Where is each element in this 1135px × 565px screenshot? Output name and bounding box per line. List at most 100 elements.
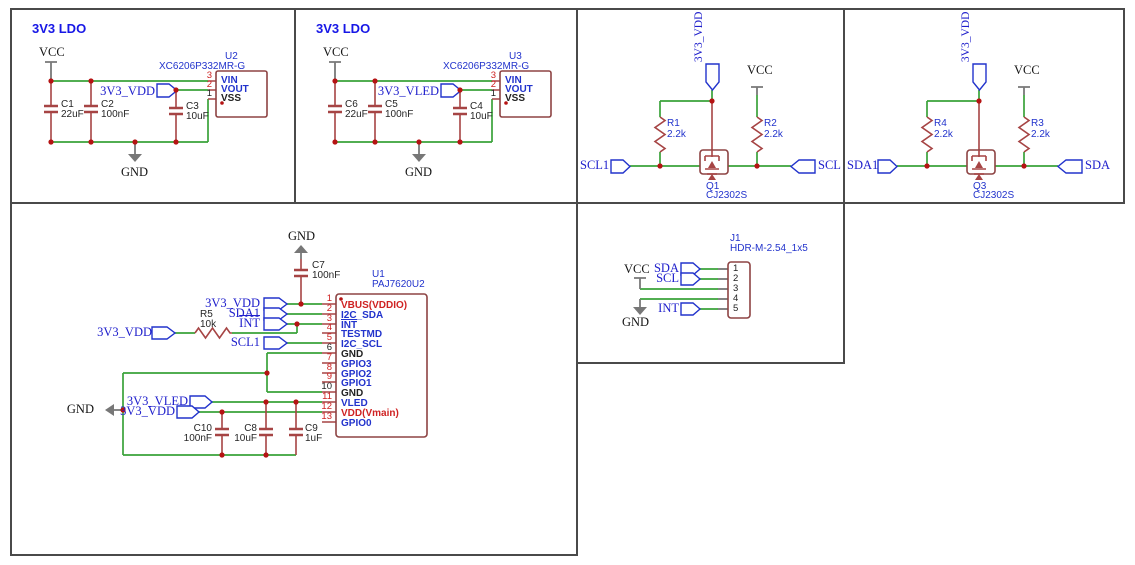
component-ref: U3	[509, 51, 522, 62]
component-part: CJ2302S	[706, 190, 748, 201]
pin-number: 11	[322, 391, 332, 402]
net-flag-scl1[interactable]	[263, 336, 289, 350]
net-label: SCL	[656, 271, 679, 285]
net-label: 3V3_VDD	[97, 325, 152, 339]
resistor-r3[interactable]	[1017, 116, 1031, 153]
section-ldo-vdd: 3V3 LDO VCC GND 3V3_VDD U2 XC6206P332MR-…	[10, 8, 296, 204]
component-ref: C2	[101, 99, 114, 110]
gnd-power-symbol[interactable]	[633, 299, 647, 315]
net-flag-3v3-vdd-pullup[interactable]	[151, 326, 177, 340]
wires	[640, 268, 718, 310]
net-flag-scl[interactable]	[680, 272, 702, 286]
vcc-power-symbol[interactable]	[634, 277, 646, 289]
component-part: XC6206P332MR-G	[443, 61, 530, 72]
net-label: 3V3_VDD	[120, 404, 175, 418]
resistor-r5[interactable]	[194, 326, 232, 340]
component-ref: C7	[312, 260, 325, 271]
capacitor-c6[interactable]	[328, 81, 342, 142]
component-ref: R4	[934, 118, 947, 129]
vcc-power-symbol[interactable]	[751, 86, 763, 95]
mosfet-q1[interactable]	[699, 101, 729, 180]
mosfet-q3[interactable]	[966, 101, 996, 180]
net-label-vertical: 3V3_VDD	[692, 11, 705, 63]
gnd-power-symbol[interactable]	[412, 142, 426, 162]
pin-number: 2	[490, 79, 496, 90]
pin-name: I2C_SCL	[341, 339, 383, 350]
net-label-vertical: 3V3_VDD	[959, 11, 972, 63]
net-flag-3v3-vdd-down[interactable]	[972, 63, 987, 92]
resistor-r2[interactable]	[750, 116, 764, 153]
capacitor-c8[interactable]	[259, 402, 273, 455]
ldo1-graphics	[44, 61, 268, 162]
section-sda-shifter: 3V3_VDD VCC R4 2.2k R3 2.2k SDA1 SDA Q3 …	[843, 8, 1125, 204]
capacitor-c5[interactable]	[368, 81, 382, 142]
junction-dots	[332, 78, 463, 145]
component-ref: C5	[385, 99, 398, 110]
vcc-power-symbol[interactable]	[45, 61, 57, 81]
component-value: 100nF	[312, 270, 341, 281]
component-value: 1uF	[305, 433, 323, 444]
net-label: SCL	[818, 158, 841, 172]
net-label: 3V3_VLED	[377, 84, 439, 98]
resistor-r1[interactable]	[653, 116, 667, 153]
pin-name: GPIO0	[341, 418, 372, 429]
capacitor-c3[interactable]	[169, 90, 183, 142]
net-flag-3v3-vdd-main[interactable]	[176, 405, 201, 419]
net-flag-sda1[interactable]	[877, 159, 899, 174]
net-label: SCL1	[580, 158, 610, 172]
pin-number: 3	[733, 283, 739, 294]
capacitor-c7[interactable]	[294, 259, 308, 304]
net-flag-int[interactable]	[263, 317, 289, 331]
capacitor-c2[interactable]	[84, 81, 98, 142]
ic-u2[interactable]	[208, 70, 268, 118]
gnd-power-symbol[interactable]	[128, 142, 142, 162]
pin-name: TESTMD	[341, 329, 383, 340]
net-flag-3v3-vdd[interactable]	[156, 83, 179, 98]
net-flag-3v3-vdd-down[interactable]	[705, 63, 720, 92]
vcc-power-symbol[interactable]	[329, 61, 341, 81]
pin-name: VDD(Vmain)	[341, 408, 399, 419]
net-flag-scl[interactable]	[789, 159, 816, 174]
component-part: PAJ7620U2	[372, 279, 425, 290]
component-ref: R1	[667, 118, 680, 129]
pin-name: INT	[341, 320, 358, 331]
pin-number: 9	[326, 371, 332, 382]
wires	[335, 80, 493, 143]
junction-dots	[48, 78, 179, 145]
sensor-graphics	[105, 245, 428, 458]
capacitor-c10[interactable]	[215, 412, 229, 455]
net-flag-sda[interactable]	[1056, 159, 1083, 174]
pin-number: 3	[206, 70, 212, 81]
net-label: SDA	[1085, 158, 1111, 172]
ic-u3[interactable]	[492, 70, 552, 118]
component-ref: R2	[764, 118, 777, 129]
pin-name: VLED	[341, 398, 368, 409]
component-value: 22uF	[61, 109, 84, 120]
pin-number: 12	[321, 401, 332, 412]
net-flag-3v3-vled[interactable]	[440, 83, 463, 98]
pin-name: VSS	[505, 93, 526, 104]
capacitor-c1[interactable]	[44, 81, 58, 142]
gnd-label: GND	[405, 165, 433, 179]
component-part: CJ2302S	[973, 190, 1015, 201]
section-header-j1: J1 HDR-M-2.54_1x5 SDA SCL VCC GND INT 1 …	[576, 202, 845, 364]
component-value: 2.2k	[934, 129, 953, 140]
resistor-r4[interactable]	[920, 116, 934, 153]
net-label: INT	[239, 316, 260, 330]
capacitor-c4[interactable]	[453, 90, 467, 142]
vcc-power-symbol[interactable]	[1018, 86, 1030, 95]
capacitor-c9[interactable]	[289, 402, 303, 455]
pin-number: 13	[321, 411, 332, 422]
net-flag-scl1[interactable]	[610, 159, 632, 174]
component-value: 2.2k	[764, 129, 783, 140]
component-ref: C9	[305, 423, 318, 434]
component-value: 10uF	[470, 111, 493, 122]
pin-number: 1	[206, 88, 212, 99]
pin-name: GPIO1	[341, 378, 372, 389]
gnd-power-symbol-top[interactable]	[294, 245, 308, 259]
pin-number: 3	[326, 313, 332, 324]
ic-u1[interactable]	[322, 293, 428, 438]
component-ref: J1	[730, 233, 741, 244]
net-flag-int[interactable]	[680, 302, 702, 316]
connector-j1[interactable]	[718, 261, 751, 319]
